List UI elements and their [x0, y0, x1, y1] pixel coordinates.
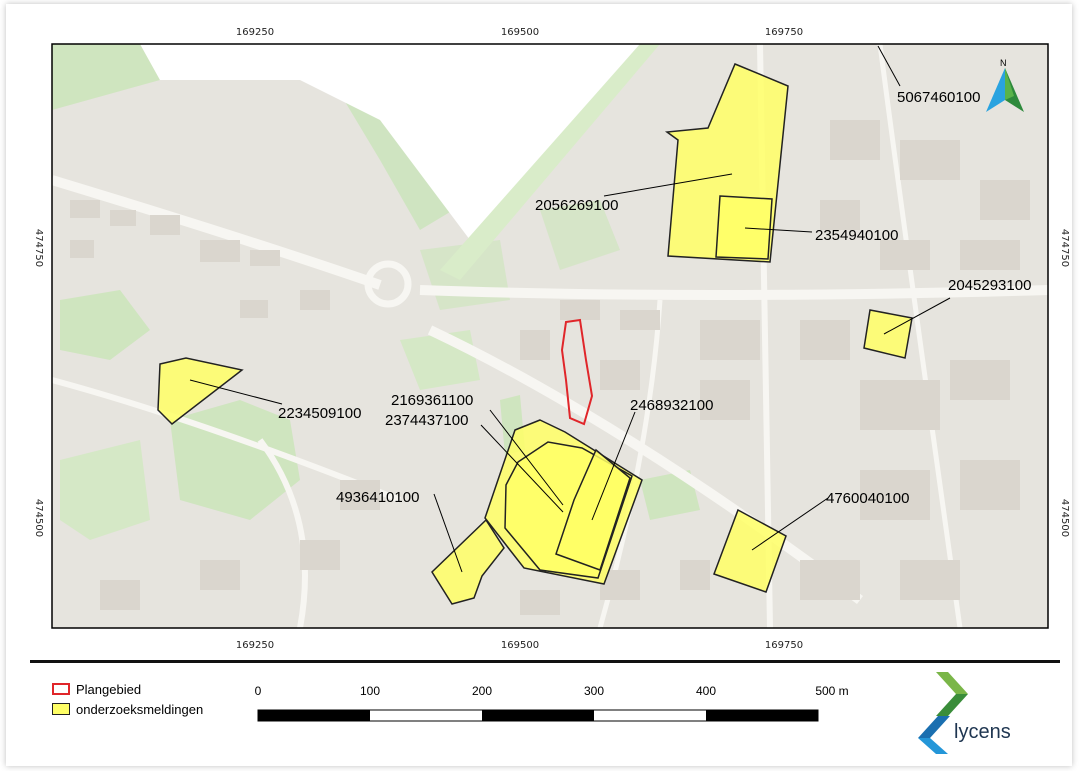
- parcel-label: 2374437100: [385, 412, 468, 429]
- logo-chevron-green-icon: [936, 672, 968, 694]
- scale-label: 0: [254, 684, 262, 698]
- scale-bar: [257, 709, 819, 722]
- parcel-2234509100[interactable]: [157, 357, 244, 425]
- north-arrow-icon: N: [986, 58, 1024, 112]
- onderzoeksmeldingen-swatch-icon: [52, 703, 70, 715]
- scale-label: 500 m: [815, 684, 849, 698]
- north-label: N: [1000, 58, 1007, 68]
- parcel-label: 2234509100: [278, 405, 361, 422]
- parcel-label: 4936410100: [336, 489, 419, 506]
- parcel-label: 5067460100: [897, 89, 980, 106]
- parcel-4760040100[interactable]: [713, 508, 787, 593]
- parcel-label: 2045293100: [948, 277, 1031, 294]
- parcel-label: 2354940100: [815, 227, 898, 244]
- parcel-4936410100[interactable]: [431, 518, 505, 605]
- parcel-label: 2169361100: [391, 392, 473, 409]
- top-x-label: 169250: [236, 27, 274, 38]
- bottom-x-label: 169250: [236, 640, 274, 651]
- top-x-label: 169500: [501, 27, 539, 38]
- scale-label: 300: [583, 684, 605, 698]
- map-border: [51, 43, 1049, 629]
- legend-item-onderzoeksmeldingen: onderzoeksmeldingen: [52, 699, 203, 719]
- leader-lines: [189, 45, 951, 573]
- legend-label: Plangebied: [76, 681, 142, 697]
- right-y-label: 474750: [1059, 229, 1070, 267]
- plangebied-swatch-icon: [52, 683, 70, 695]
- left-y-label: 474500: [33, 499, 44, 537]
- bottom-x-label: 169500: [501, 640, 539, 651]
- left-y-label: 474750: [33, 229, 44, 267]
- scale-label: 400: [695, 684, 717, 698]
- parcel-label: 4760040100: [826, 490, 909, 507]
- legend: Plangebied onderzoeksmeldingen: [52, 679, 203, 719]
- parcel-2468932100[interactable]: [555, 448, 631, 571]
- parcel-label: 2056269100: [535, 197, 618, 214]
- legend-label: onderzoeksmeldingen: [76, 701, 204, 717]
- scale-label: 200: [471, 684, 493, 698]
- logo-text: lycens: [954, 721, 1011, 743]
- parcel-label: 2468932100: [630, 397, 713, 414]
- parcels-layer: [157, 63, 913, 605]
- top-x-label: 169750: [765, 27, 803, 38]
- logo-chevron-blue-icon: [918, 716, 950, 738]
- scale-label: 100: [359, 684, 381, 698]
- legend-item-plangebied: Plangebied: [52, 679, 203, 699]
- parcel-2354940100[interactable]: [715, 195, 773, 260]
- right-y-label: 474500: [1059, 499, 1070, 537]
- lycens-logo: lycens: [918, 672, 1011, 754]
- plangebied-outline[interactable]: [560, 318, 594, 426]
- parcel-2045293100[interactable]: [863, 309, 913, 359]
- separator: [30, 660, 1060, 663]
- bottom-x-label: 169750: [765, 640, 803, 651]
